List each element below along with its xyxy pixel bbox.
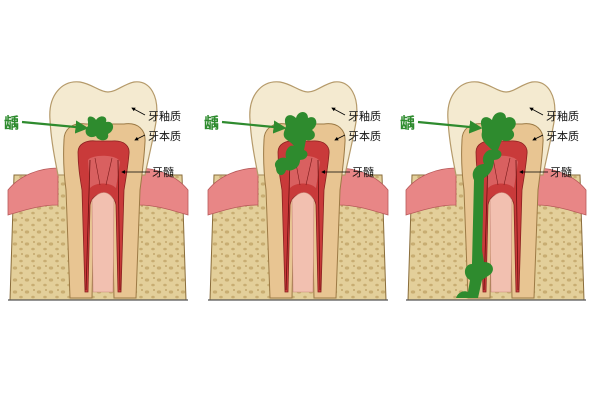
enamel-pointer [331,107,346,116]
enamel-label: 牙釉质 [148,109,181,123]
caries-lesion [456,112,516,298]
enamel-pointer [131,107,146,116]
enamel-label: 牙釉质 [546,109,579,123]
caries-label: 龋 [400,114,415,132]
caries-label: 龋 [204,114,219,132]
dentin-pointer [134,134,146,141]
dentin-pointer [532,134,544,141]
caries-arrow [21,120,89,134]
pulp-label: 牙髓 [550,166,572,179]
dentin-label: 牙本质 [546,129,579,143]
dentin-label: 牙本质 [348,129,381,143]
enamel-pointer [529,107,544,116]
enamel-label: 牙釉质 [348,109,381,123]
dentin-pointer [334,134,346,141]
pulp-label: 牙髓 [352,166,374,179]
dentin-label: 牙本质 [148,129,181,143]
panel-3: 龋 牙釉质 牙本质 牙髓 [400,81,587,301]
panel-1: 龋 牙釉质 牙本质 牙髓 [4,81,189,301]
caries-arrow [417,120,483,134]
panel-2: 龋 牙釉质 牙本质 牙髓 [204,81,389,301]
caries-lesion [274,112,317,176]
caries-arrow [221,120,287,134]
caries-label: 龋 [4,114,19,132]
pulp-label: 牙髓 [152,166,174,179]
caries-lesion [85,116,114,141]
